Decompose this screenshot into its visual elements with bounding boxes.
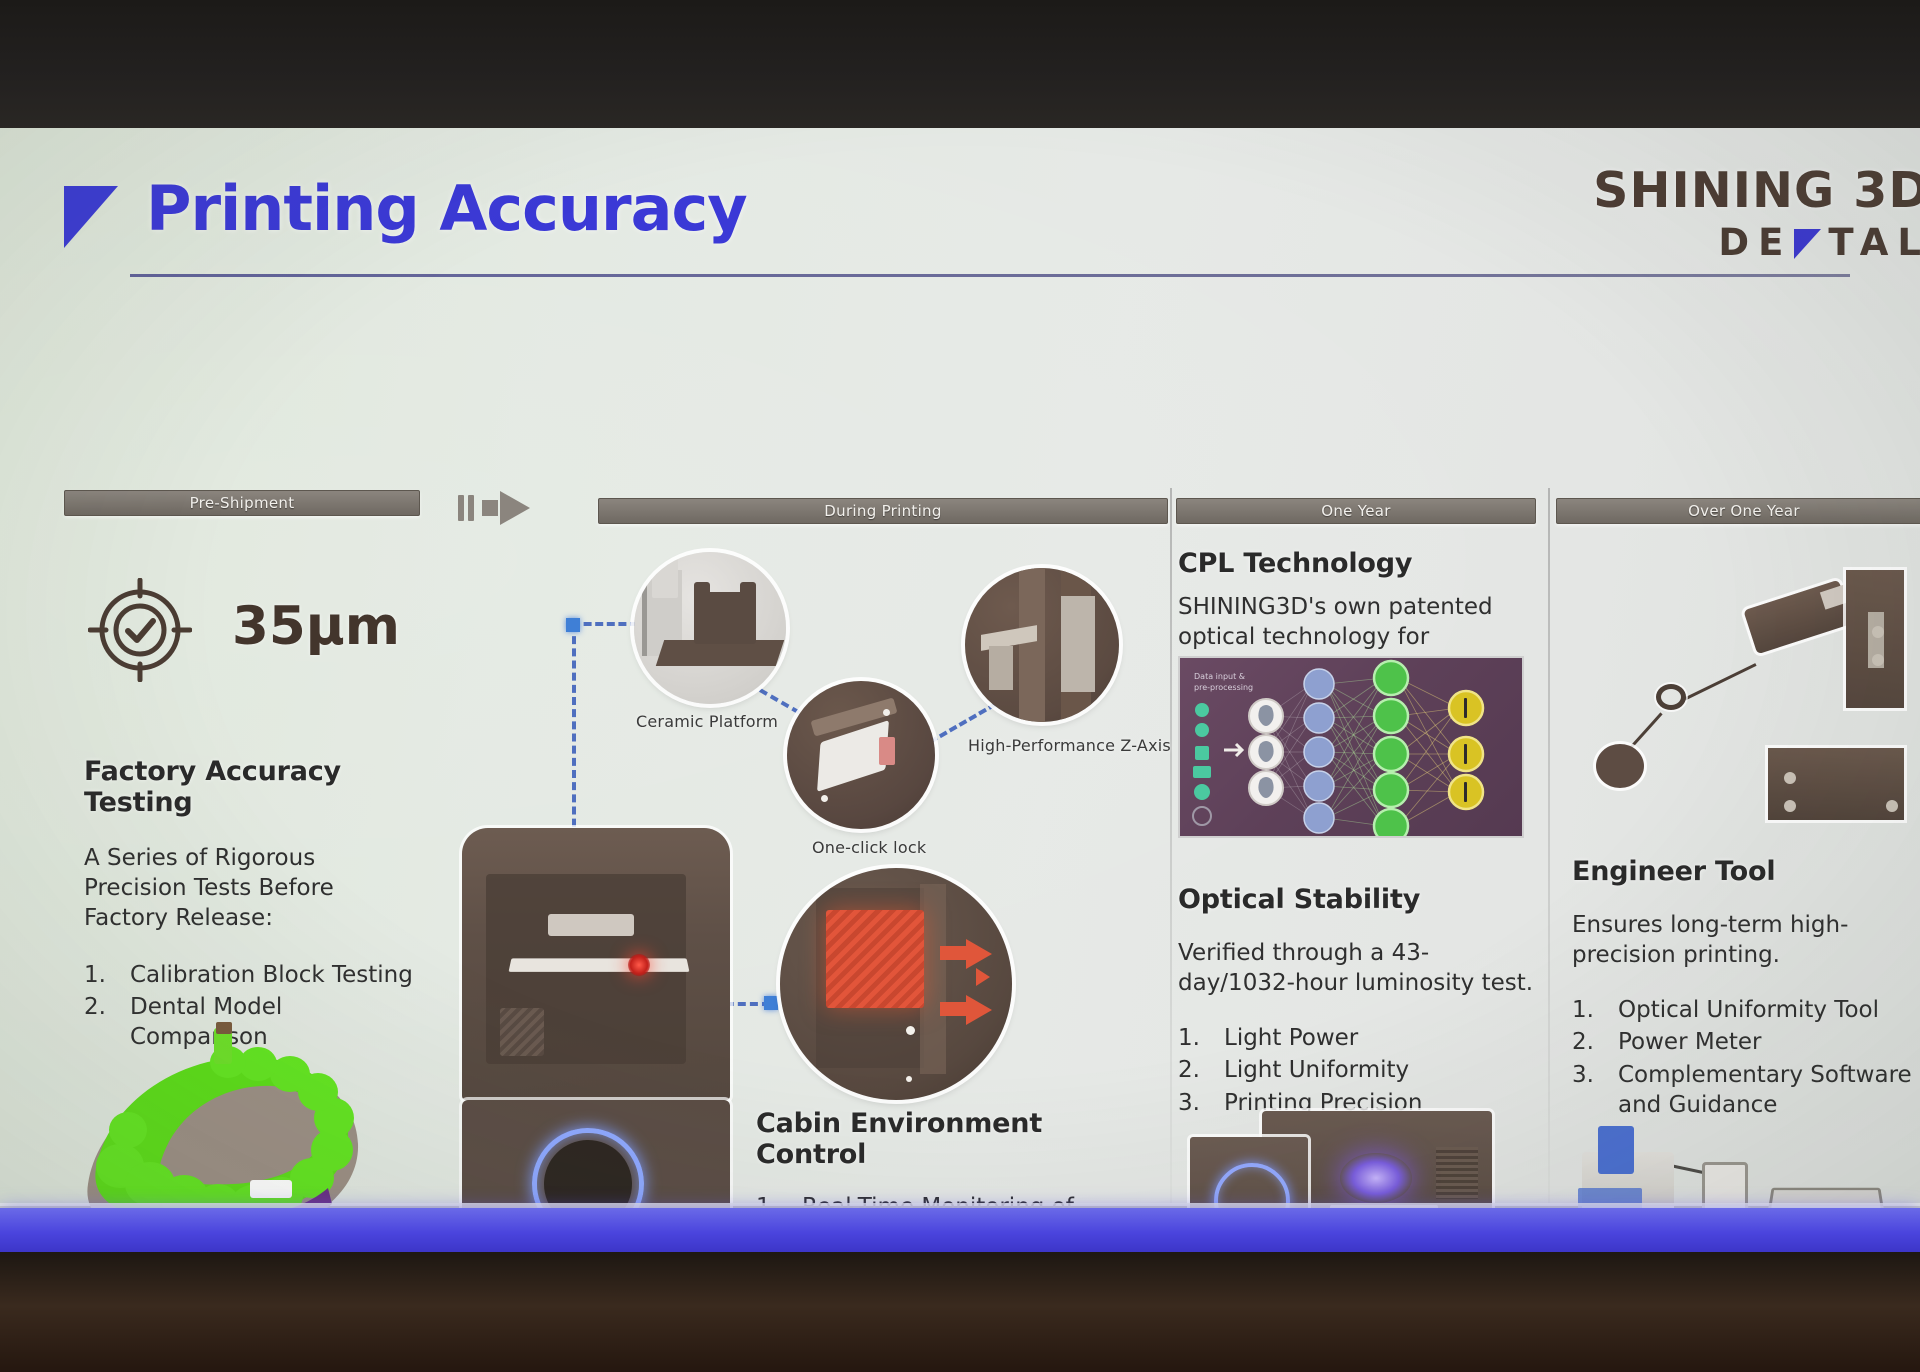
brand-sub-before: DE (1718, 221, 1793, 264)
diagram-caption: Data input & pre-processing (1194, 672, 1254, 692)
green-dental-model-photo (66, 1008, 376, 1274)
list-item: 1.Optical Uniformity Tool (1572, 996, 1879, 1023)
target-check-icon (87, 577, 193, 683)
section-body: Verified through a 43-day/1032-hour lumi… (1178, 940, 1534, 996)
list-item: 2.Light Uniformity (1178, 1057, 1410, 1084)
page-title: Printing Accuracy (146, 172, 748, 245)
screen-bottom-highlight (0, 1203, 1920, 1209)
engineer-tool-block: Engineer Tool Ensures long-term high-pre… (1572, 856, 1920, 1122)
column-divider (1170, 488, 1172, 1278)
section-heading: Factory Accuracy Testing (84, 756, 341, 818)
section-heading: Cabin Environment Control (756, 1108, 1043, 1170)
ceramic-platform-photo (634, 552, 786, 704)
one-click-lock-label: One-click lock (812, 838, 927, 857)
z-axis-label: High-Performance Z-Axis (968, 736, 1171, 755)
list-item: 3.Complementary Software and Guidance (1572, 1061, 1912, 1118)
timeline-stage-over-one-year[interactable]: Over One Year (1556, 498, 1920, 524)
list-item: 2.Dental Model Comparison (84, 994, 283, 1051)
ceramic-platform-label: Ceramic Platform (636, 712, 778, 731)
timeline-label: Over One Year (1688, 502, 1800, 520)
brand-logo: SHINING 3D DE TAL (1593, 162, 1920, 264)
header-divider (130, 274, 1850, 277)
section-heading: Optical Stability (1178, 884, 1421, 915)
factory-accuracy-block: Factory Accuracy Testing A Series of Rig… (84, 756, 414, 1055)
factory-accuracy-list: 1.Calibration Block Testing 2.Dental Mod… (84, 960, 414, 1053)
screen-bottom-blue-band (0, 1208, 1920, 1254)
title-triangle-icon (64, 186, 118, 248)
connector-line (572, 622, 638, 626)
timeline-label: During Printing (824, 502, 942, 520)
slide-header: Printing Accuracy SHINING 3D DE TAL (0, 128, 1920, 318)
timeline-stage-during-printing[interactable]: During Printing (598, 498, 1168, 524)
section-body: SHINING3D's own patented optical technol… (1178, 594, 1493, 680)
optical-stability-block: Optical Stability Verified through a 43-… (1178, 884, 1538, 1120)
right-arrow-icon (458, 491, 534, 525)
z-axis-photo (965, 568, 1119, 722)
accuracy-value: 35μm (232, 596, 400, 657)
brand-sub-after: TAL (1828, 221, 1920, 264)
brand-n-triangle-icon (1794, 227, 1824, 259)
timeline-label: One Year (1321, 502, 1391, 520)
brand-subname: DE TAL (1593, 221, 1920, 264)
engineer-tool-list: 1.Optical Uniformity Tool 2.Power Meter … (1572, 995, 1920, 1120)
neural-network-diagram: Data input & pre-processing (1178, 656, 1524, 838)
cabin-heating-photo (780, 868, 1012, 1100)
section-heading: CPL Technology (1178, 548, 1413, 579)
one-click-lock-photo (787, 681, 935, 829)
column-divider (1548, 488, 1550, 1278)
wall-above-screen (0, 0, 1920, 130)
list-item: 1.Calibration Block Testing (84, 961, 413, 988)
connector-node (764, 996, 778, 1010)
connector-node (566, 618, 580, 632)
section-heading: Engineer Tool (1572, 856, 1776, 887)
timeline-label: Pre-Shipment (189, 494, 295, 512)
brand-name: SHINING 3D (1593, 162, 1920, 219)
connector-line (572, 624, 576, 924)
presentation-slide: Printing Accuracy SHINING 3D DE TAL Pre-… (0, 128, 1920, 1372)
cpl-technology-block: CPL Technology SHINING3D's own patented … (1178, 548, 1528, 683)
section-body: A Series of Rigorous Precision Tests Bef… (84, 845, 334, 931)
timeline-stage-one-year[interactable]: One Year (1176, 498, 1536, 524)
list-item: 2.Power Meter (1572, 1029, 1762, 1056)
timeline-stage-pre-shipment[interactable]: Pre-Shipment (64, 490, 420, 516)
section-body: Ensures long-term high-precision printin… (1572, 912, 1849, 968)
optical-uniformity-tool-photo (1572, 552, 1920, 832)
wall-below-screen (0, 1252, 1920, 1372)
list-item: 1.Light Power (1178, 1024, 1359, 1051)
